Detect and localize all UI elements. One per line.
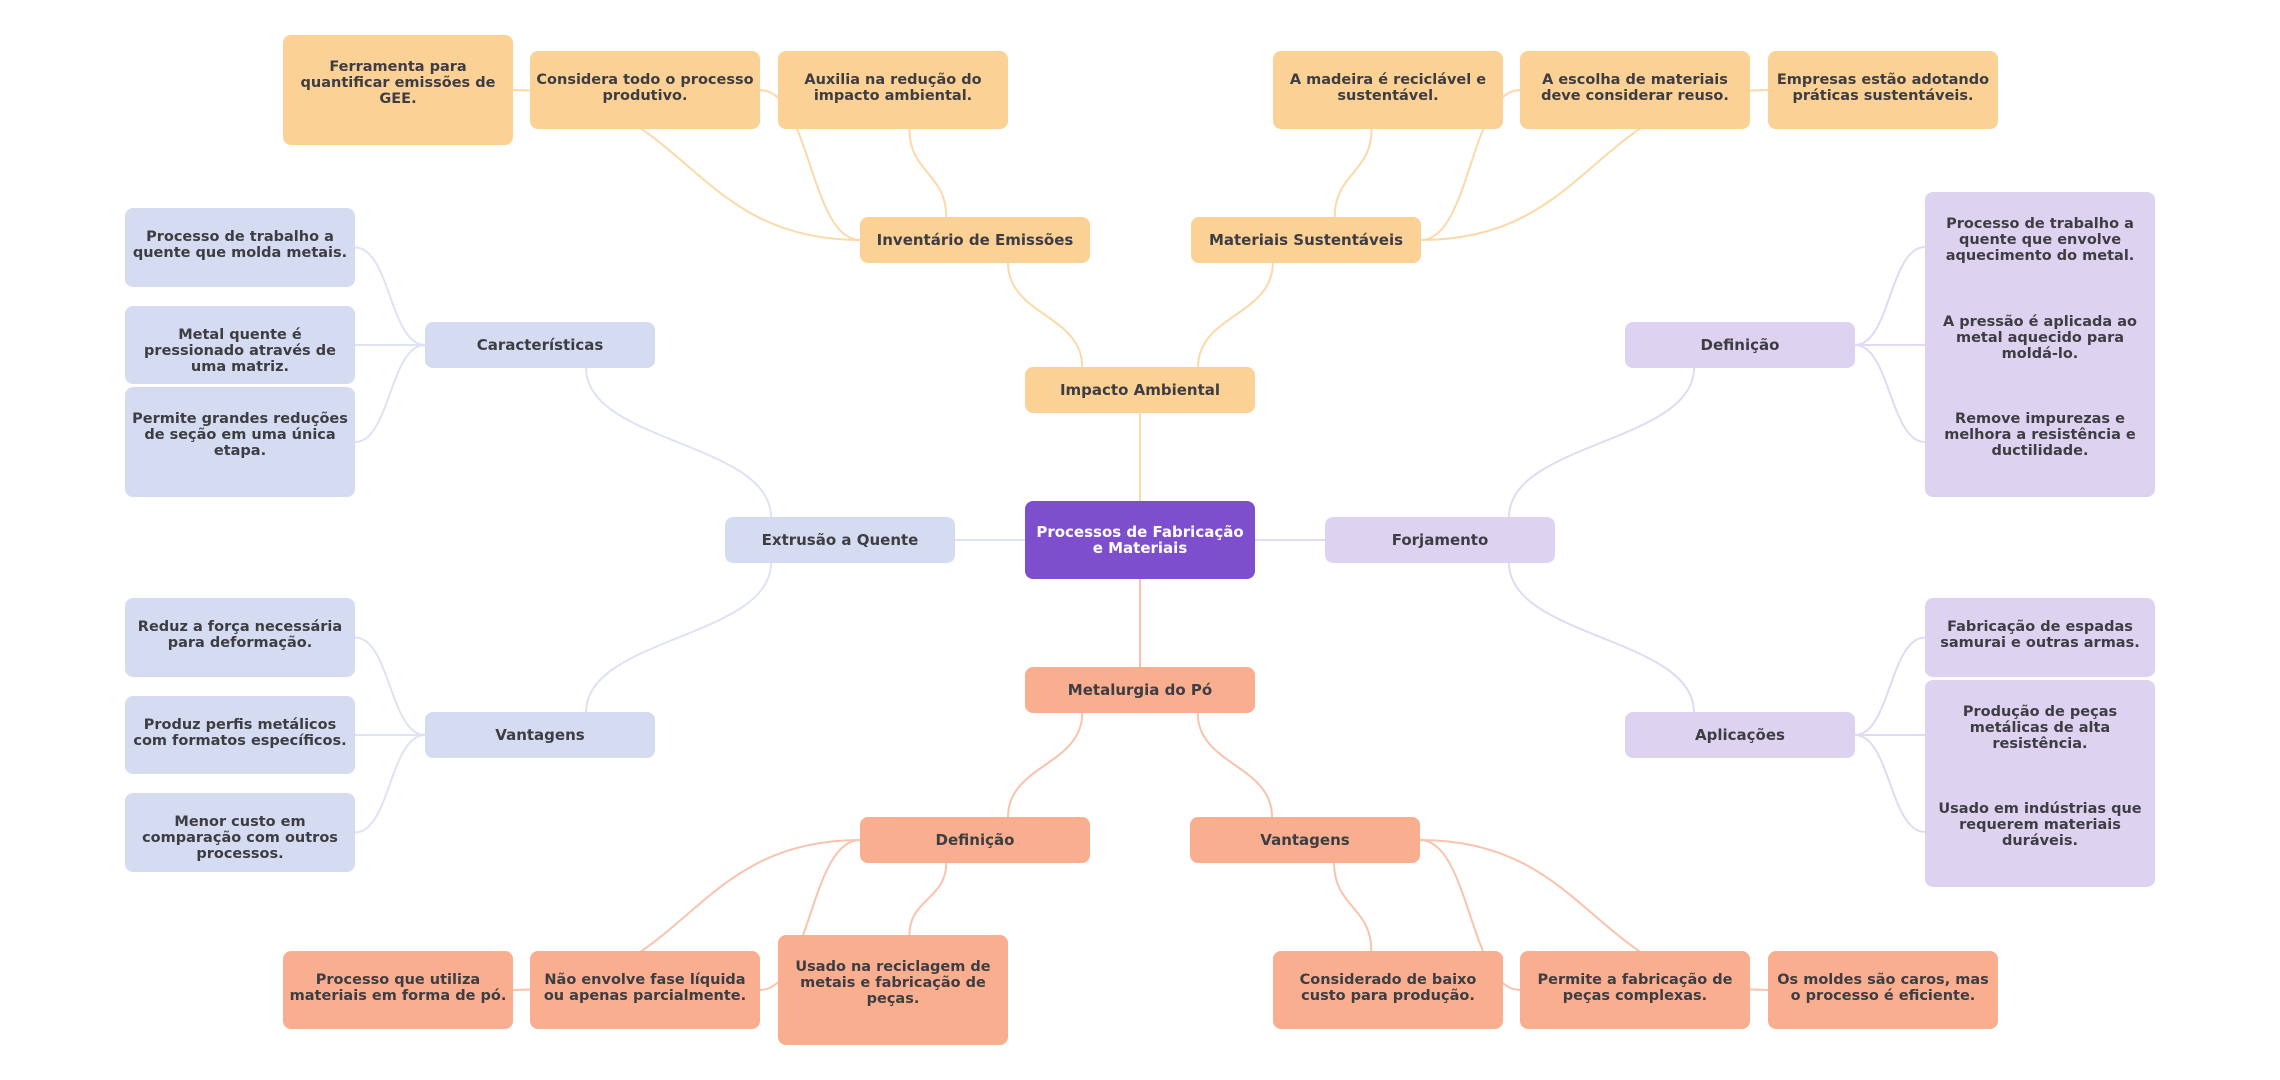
connector-topic-to-leaf [908,862,948,936]
leaf-label: Usado na reciclagem de metais e fabricaç… [795,959,991,1007]
leaf-label: Considera todo o processo produtivo. [536,72,754,104]
leaf-label: Menor custo em comparação com outros pro… [142,814,338,862]
connector-topic-to-leaf [1333,128,1373,218]
topic-label: Inventário de Emissões [876,231,1074,249]
topic-label: Vantagens [495,726,585,744]
topic-inventario-de-emissoes[interactable]: Inventário de Emissões [860,217,1090,263]
leaf-node[interactable]: Remove impurezas e melhora a resistência… [1925,387,2155,497]
branch-label: Extrusão a Quente [761,531,919,549]
leaf-label: Empresas estão adotando práticas sustent… [1776,72,1990,104]
connector-topic-to-leaf [1854,344,1926,443]
leaf-node[interactable]: Usado em indústrias que requerem materia… [1925,777,2155,887]
connector-topic-to-leaf [1854,734,1926,833]
leaf-node[interactable]: Fabricação de espadas samurai e outras a… [1925,598,2155,677]
leaf-node[interactable]: Processo de trabalho a quente que envolv… [1925,192,2155,302]
connector-topic-to-leaf [759,89,861,241]
branch-impacto-ambiental[interactable]: Impacto Ambiental [1025,367,1255,413]
leaf-node[interactable]: Auxilia na redução do impacto ambiental. [778,51,1008,129]
branch-metalurgia-do-po[interactable]: Metalurgia do Pó [1025,667,1255,713]
leaf-node[interactable]: Usado na reciclagem de metais e fabricaç… [778,935,1008,1045]
topic-label: Vantagens [1260,831,1350,849]
leaf-label: A madeira é reciclável e sustentável. [1289,72,1487,104]
connector-branch-to-topic [585,367,772,518]
leaf-label: Metal quente é pressionado através de um… [144,327,336,375]
leaf-node[interactable]: Menor custo em comparação com outros pro… [125,793,355,872]
leaf-label: Processo que utiliza materiais em forma … [289,972,507,1004]
leaf-label: Processo de trabalho a quente que envolv… [1945,216,2135,264]
leaf-label: Considerado de baixo custo para produção… [1299,972,1477,1004]
leaf-label: Permite a fabricação de peças complexas. [1537,972,1733,1004]
leaf-node[interactable]: Processo que utiliza materiais em forma … [283,951,513,1029]
leaf-node[interactable]: Considerado de baixo custo para produção… [1273,951,1503,1029]
leaf-node[interactable]: Metal quente é pressionado através de um… [125,306,355,384]
leaf-label: Auxilia na redução do impacto ambiental. [804,72,982,104]
topic-caracteristicas[interactable]: Características [425,322,655,368]
connector-branch-to-topic [585,562,772,713]
branch-label: Forjamento [1391,531,1489,549]
leaf-label: A escolha de materiais deve considerar r… [1541,72,1729,104]
leaf-label: Reduz a força necessária para deformação… [137,619,343,651]
leaf-node[interactable]: Reduz a força necessária para deformação… [125,598,355,677]
connector-topic-to-leaf [354,344,426,443]
leaf-node[interactable]: Produção de peças metálicas de alta resi… [1925,680,2155,790]
connector-topic-to-leaf [1420,89,1521,241]
leaf-node[interactable]: Permite a fabricação de peças complexas. [1520,951,1750,1029]
leaf-node[interactable]: Não envolve fase líquida ou apenas parci… [530,951,760,1029]
leaf-label: Produz perfis metálicos com formatos esp… [133,717,347,749]
root-node[interactable]: Processos de Fabricação e Materiais [1025,501,1255,579]
branch-label: Metalurgia do Pó [1067,681,1213,699]
leaf-label: Fabricação de espadas samurai e outras a… [1940,619,2140,651]
branch-label: Impacto Ambiental [1059,381,1221,399]
leaf-node[interactable]: Processo de trabalho a quente que molda … [125,208,355,287]
connector-topic-to-leaf [759,839,861,991]
leaf-label: Remove impurezas e melhora a resistência… [1944,411,2136,459]
leaf-node[interactable]: Ferramenta para quantificar emissões de … [283,35,513,145]
connector-branch-to-topic [1508,562,1695,713]
topic-vantagens-metalurgia[interactable]: Vantagens [1190,817,1420,863]
topic-materiais-sustentaveis[interactable]: Materiais Sustentáveis [1191,217,1421,263]
connector-topic-to-leaf [908,128,948,218]
topic-label: Aplicações [1695,726,1785,744]
connector-topic-to-leaf [1854,246,1926,346]
topic-label: Definição [935,831,1015,849]
topic-label: Características [476,336,604,354]
connector-topic-to-leaf [354,246,426,346]
connector-branch-to-topic [1007,262,1084,368]
connector-branch-to-topic [1196,712,1273,818]
leaf-node[interactable]: A escolha de materiais deve considerar r… [1520,51,1750,129]
leaf-label: Processo de trabalho a quente que molda … [132,229,348,261]
connector-topic-to-leaf [354,734,426,834]
connector-branch-to-topic [1197,262,1274,368]
topic-definicao-metalurgia[interactable]: Definição [860,817,1090,863]
leaf-node[interactable]: Considera todo o processo produtivo. [530,51,760,129]
connector-branch-to-topic [1508,367,1695,518]
leaf-label: A pressão é aplicada ao metal aquecido p… [1942,314,2137,362]
leaf-label: Os moldes são caros, mas o processo é ef… [1777,972,1989,1004]
root-label: Processos de Fabricação e Materiais [1036,523,1244,557]
leaf-label: Ferramenta para quantificar emissões de … [300,59,496,107]
connector-topic-to-leaf [1333,862,1373,952]
topic-vantagens-extrusao[interactable]: Vantagens [425,712,655,758]
leaf-node[interactable]: A madeira é reciclável e sustentável. [1273,51,1503,129]
topic-label: Materiais Sustentáveis [1208,231,1404,249]
leaf-node[interactable]: Empresas estão adotando práticas sustent… [1768,51,1998,129]
topic-label: Definição [1700,336,1780,354]
leaf-node[interactable]: Permite grandes reduções de seção em uma… [125,387,355,497]
leaf-node[interactable]: A pressão é aplicada ao metal aquecido p… [1925,290,2155,400]
topic-definicao-forjamento[interactable]: Definição [1625,322,1855,368]
branch-extrusao-a-quente[interactable]: Extrusão a Quente [725,517,955,563]
leaf-label: Usado em indústrias que requerem materia… [1938,801,2142,849]
leaf-node[interactable]: Os moldes são caros, mas o processo é ef… [1768,951,1998,1029]
connector-topic-to-leaf [354,636,426,736]
leaf-label: Não envolve fase líquida ou apenas parci… [543,972,747,1004]
leaf-label: Permite grandes reduções de seção em uma… [132,411,348,459]
connector-branch-to-topic [1007,712,1084,818]
leaf-node[interactable]: Produz perfis metálicos com formatos esp… [125,696,355,774]
topic-aplicacoes[interactable]: Aplicações [1625,712,1855,758]
connector-topic-to-leaf [1854,636,1926,736]
leaf-label: Produção de peças metálicas de alta resi… [1962,704,2118,752]
branch-forjamento[interactable]: Forjamento [1325,517,1555,563]
connector-topic-to-leaf [1419,839,1521,991]
